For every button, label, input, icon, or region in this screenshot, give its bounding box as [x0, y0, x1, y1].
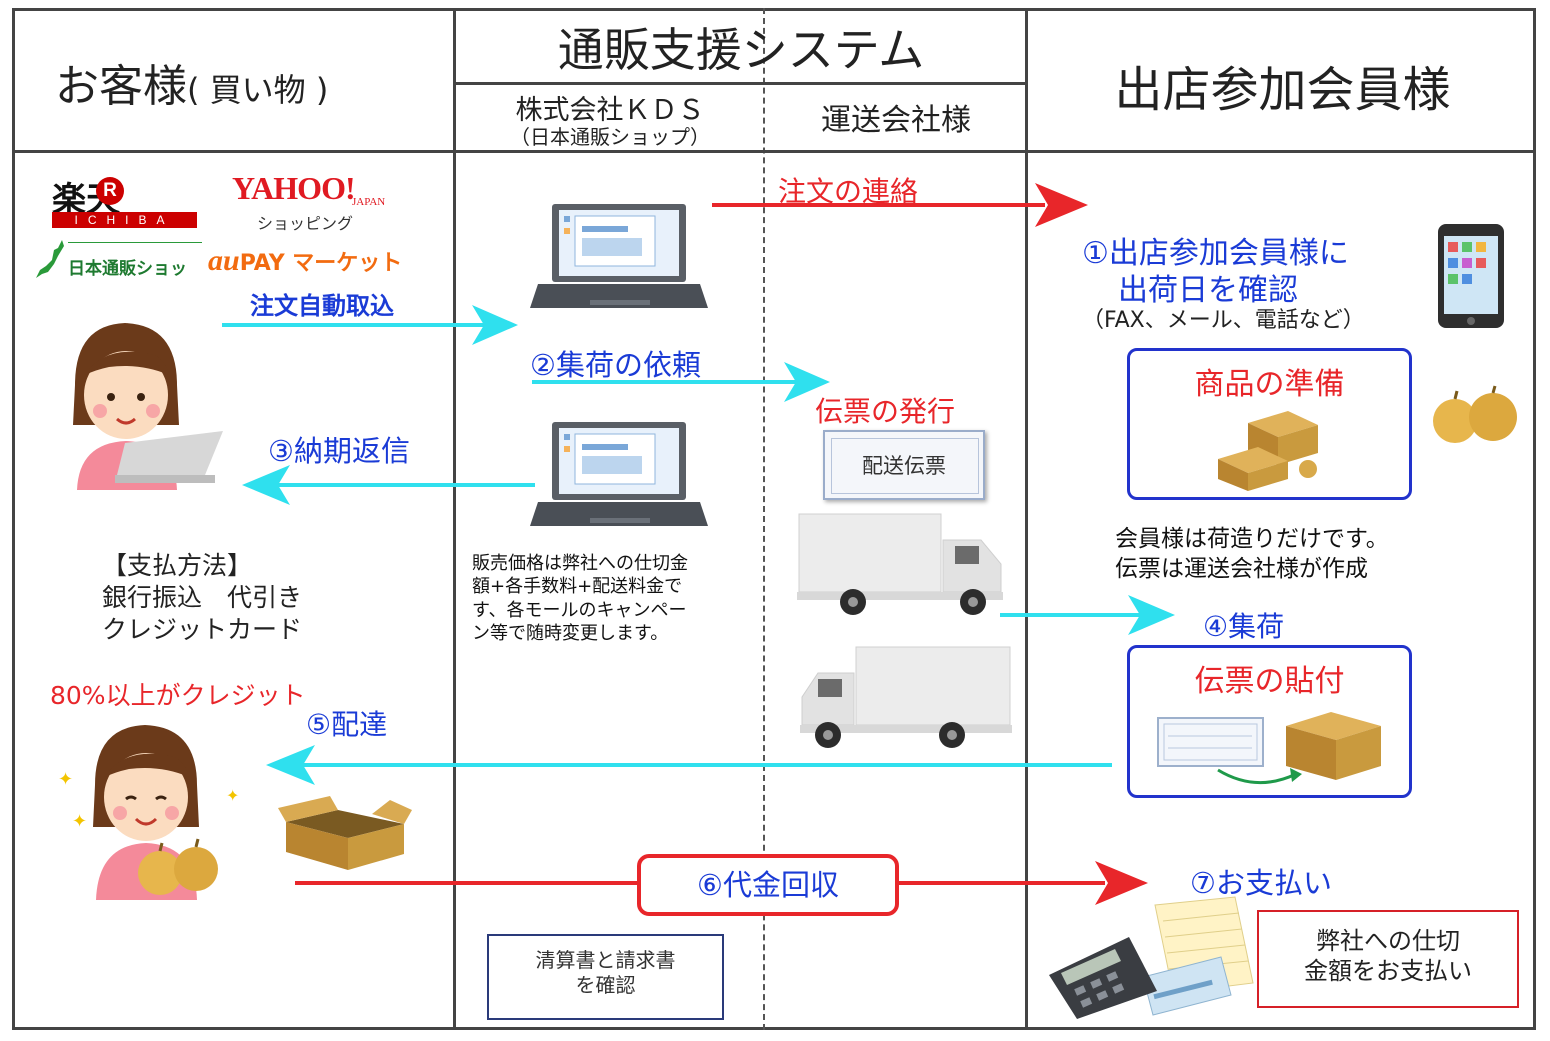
diagram-frame [12, 8, 1536, 1030]
header-carrier: 運送会社様 [821, 103, 971, 138]
label-order-notice: 注文の連絡 [778, 175, 919, 208]
customer-avatar-icon: ✦ ✦ ✦ [58, 725, 239, 900]
rakuten-logo: 楽天 R ICHIBA [52, 172, 197, 232]
truck-icon [797, 513, 1003, 615]
label-credit-ratio: 80%以上がクレジット [50, 681, 306, 710]
label-attach-slip: 伝票の貼付 [1194, 664, 1345, 699]
arrow-auto-import [222, 305, 518, 345]
label-reply-delivery: ③納期返信 [268, 434, 410, 468]
arrow-delivery [266, 745, 1112, 785]
label-delivery: ⑤配達 [306, 708, 388, 741]
arrow-pickup [1000, 595, 1175, 635]
calculator-icon [1049, 896, 1254, 1019]
label-issue-slip: 伝票の発行 [815, 395, 956, 428]
arrow-reply-delivery [242, 465, 535, 505]
label-pickup: ④集荷 [1203, 610, 1285, 643]
laptop-icon [530, 204, 708, 308]
arrow-order-notice [712, 183, 1088, 227]
header-kds: 株式会社ＫＤＳ [515, 95, 705, 126]
confirm-docs-box: 清算書と請求書 を確認 [487, 934, 724, 1020]
payment-methods-text: 【支払方法】 銀行振込 代引き クレジットカード [102, 551, 303, 644]
slip-card-label: 配送伝票 [862, 454, 946, 478]
column-divider-dashed [763, 8, 765, 1030]
header-customer: お客様( 買い物 ) [55, 61, 329, 112]
customer-avatar-icon [73, 323, 223, 490]
pear-icon [1433, 385, 1517, 443]
nihon-tsuhan-logo: 日本通販ショッ [34, 238, 202, 280]
pay-note-box: 弊社への仕切 金額をお支払い [1257, 910, 1519, 1008]
member-note-text: 会員様は荷造りだけです。 伝票は運送会社様が作成 [1115, 526, 1389, 582]
header-member: 出店参加会員様 [1114, 62, 1451, 118]
au-pay-logo: auPAY マーケット [208, 244, 403, 277]
cardboard-box-icon [278, 796, 412, 870]
svg-text:✦: ✦ [58, 769, 73, 790]
arrow-pickup-request [532, 362, 830, 402]
label-confirm-ship-2: 出荷日を確認 [1118, 273, 1298, 308]
laptop-icon [530, 422, 708, 526]
label-confirm-ship-1: ①出店参加会員様に [1082, 236, 1349, 271]
label-pickup-request: ②集荷の依頼 [530, 348, 701, 382]
header-kds-sub: （日本通販ショップ） [510, 125, 710, 149]
truck-icon [800, 646, 1012, 748]
label-pay-member: ⑦お支払い [1190, 866, 1332, 900]
attach-slip-box: 伝票の貼付 [1127, 645, 1412, 798]
prepare-goods-box: 商品の準備 [1127, 348, 1412, 500]
delivery-slip-card: 配送伝票 [823, 430, 985, 500]
collect-payment-box: ⑥代金回収 [637, 854, 899, 916]
smartphone-icon [1438, 224, 1504, 328]
label-prepare-goods: 商品の準備 [1194, 367, 1345, 402]
slip-to-box-icon [1157, 712, 1381, 784]
yahoo-logo: YAHOO! JAPAN ショッピング [232, 170, 386, 233]
svg-text:✦: ✦ [226, 786, 239, 805]
column-divider-1 [453, 8, 456, 1030]
svg-text:✦: ✦ [72, 811, 87, 832]
cardboard-stack-icon [1218, 411, 1318, 491]
label-confirm-ship-3: （FAX、メール、電話など） [1082, 308, 1365, 333]
label-auto-import: 注文自動取込 [250, 292, 394, 320]
column-divider-2 [1025, 8, 1028, 1030]
japan-map-icon [36, 240, 64, 278]
price-note-text: 販売価格は弊社への仕切金 額+各手数料+配送料金で す、各モールのキャンペー ン… [472, 553, 688, 645]
system-header-divider [453, 82, 1028, 85]
header-divider [12, 150, 1536, 153]
header-system: 通販支援システム [557, 23, 925, 77]
